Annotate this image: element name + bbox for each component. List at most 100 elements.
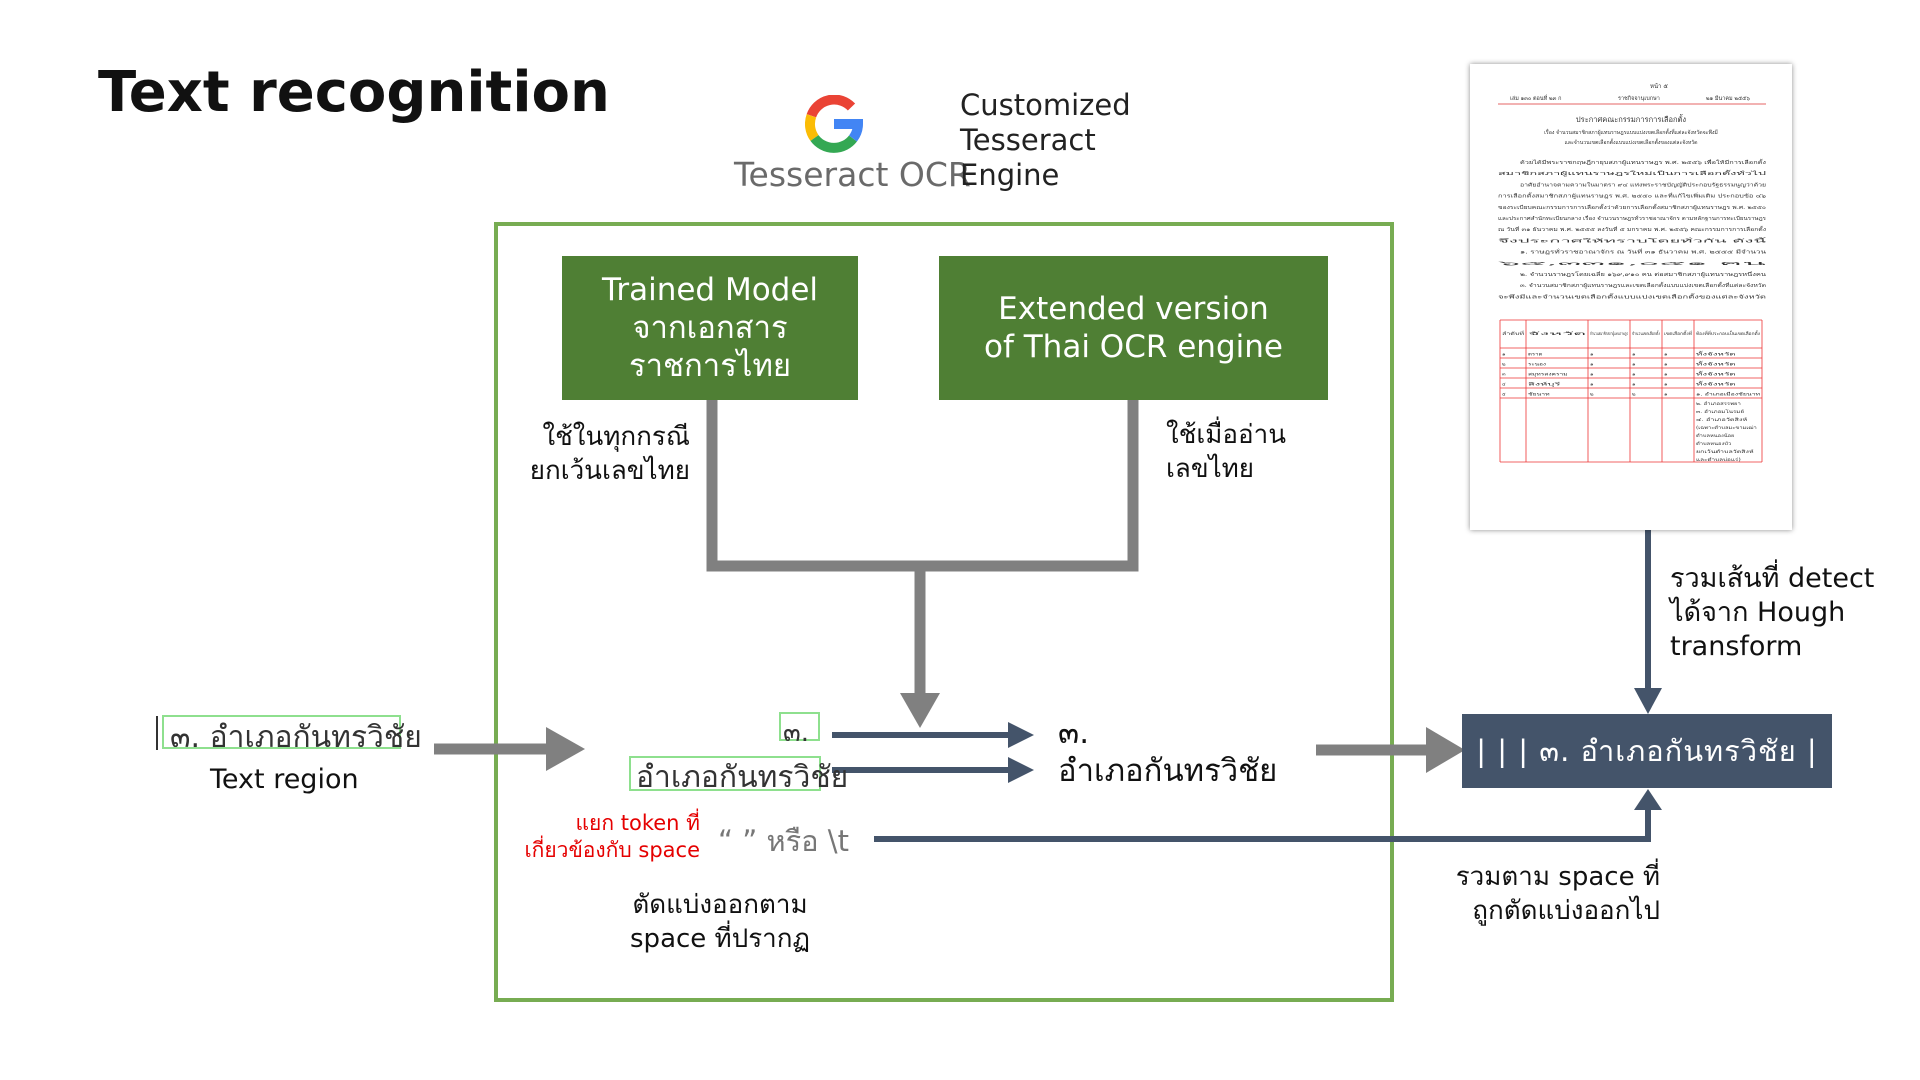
model-merge-line [706,400,1139,572]
doc-body: ด้วยได้มีพระราชกฤษฎีกายุบสภาผู้แทนราษฎร … [1497,157,1770,300]
token1-detect-box [779,712,820,741]
doc-table-cell: ๔ [1502,383,1506,388]
doc-body-line: ๑. ราษฎรทั่วราชอาณาจักร ณ วันที่ ๓๑ ธันว… [1520,249,1767,256]
doc-table-cell: ทั้งจังหวัด [1696,381,1736,388]
doc-table-cell: ๑ [1590,373,1594,378]
engine-label-line3: Engine [960,158,1060,192]
doc-table-cell: ๑ [1664,363,1668,368]
doc-body-line: ด้วยได้มีพระราชกฤษฎีกายุบสภาผู้แทนราษฎร … [1520,157,1767,166]
doc-table-cell: ๑ [1632,363,1636,368]
doc-table-cell: (เฉพาะตำบลมะขามเฒ่า [1696,425,1757,431]
split-caption-line1: ตัดแบ่งออกตาม [632,890,808,920]
doc-body-line: ๒. จำนวนราษฎรโดยเฉลี่ย ๑๖๙,๙๑๐ คน ต่อสมา… [1520,271,1767,278]
doc-table-cell: ๑ [1590,353,1594,358]
doc-table-cell: ๑ [1590,383,1594,388]
doc-table-cell: ยกเว้นตำบลวัดสิงห์ [1696,449,1754,455]
split-caption-line2: space ที่ปรากฏ [630,924,810,954]
doc-table-cell: ๓. อำเภอมโนรมย์ [1696,408,1745,415]
hough-note-line3: transform [1670,631,1803,662]
doc-body-line: จะพึงมีและจำนวนเขตเลือกตั้งแบบแบ่งเขตเลื… [1498,291,1766,300]
trained-model-note: ใช้ในทุกกรณี ยกเว้นเลขไทย [520,420,690,488]
doc-body-line: ๖๕,๓๓๑,๐๕๑ คน [1498,261,1771,267]
doc-body-line: สมาชิกสภาผู้แทนราษฎรใหม่เป็นการเลือกตั้ง… [1498,168,1766,177]
token1-crop: ๓. [783,718,810,748]
token1-arrowhead [1008,722,1034,748]
doc-header-right: ๒๑ มีนาคม ๒๕๕๖ [1706,95,1750,102]
doc-table-cell: ลำดับที่ [1502,330,1524,337]
slide-title: Text recognition [98,60,610,125]
doc-body-line: อาศัยอำนาจตามความในมาตรา ๙๔ แห่งพระราชบั… [1520,181,1766,188]
token2-detect-box [629,756,821,791]
doc-body-line: จึงประกาศให้ทราบโดยทั่วกัน ดังนี้ [1497,235,1769,244]
doc-table-cell: ๑. อำเภอเมืองชัยนาท [1696,392,1760,398]
input-arrowhead [546,727,585,771]
recognized-line2: อำเภอกันทรวิชัย [1058,753,1278,789]
doc-table: ลำดับที่ จังหวัดจำนวนสมาชิกสภาผู้แทนราษฎร… [1499,319,1763,463]
doc-table-cell: สมุทรสงคราม [1528,372,1568,378]
doc-table-cell: ชัยนาท [1528,392,1550,398]
trained-model-box: Trained Model จากเอกสาร ราชการไทย [562,256,858,400]
doc-table-cell: เขตเลือกตั้งที่ [1664,330,1692,337]
engine-label-line2: Tesseract [960,123,1096,157]
doc-table-cell: ๑ [1632,353,1636,358]
split-caption: ตัดแบ่งออกตาม space ที่ปรากฏ [600,888,840,956]
doc-table-cell: ๑ [1664,383,1668,388]
doc-table-cell: ๑ [1632,373,1636,378]
hough-arrowhead [1634,688,1662,714]
token2-crop: อำเภอกันทรวิชัย [636,760,849,795]
trained-note-line1: ใช้ในทุกกรณี [542,422,690,452]
extended-note-line1: ใช้เมื่ออ่าน [1166,420,1286,450]
doc-table-cell: ๑ [1502,353,1506,358]
doc-table-cell: ๒ [1590,393,1594,398]
doc-table-cell: ๒ [1632,393,1636,398]
space-chars: “ ” หรือ \t [718,824,849,858]
extended-engine-line1: Extended version [998,291,1269,327]
doc-heading1: ประกาศคณะกรรมการการเลือกตั้ง [1576,114,1687,124]
doc-header-mid: ราชกิจจานุเบกษา [1618,95,1660,102]
doc-table-cell: ๑ [1590,363,1594,368]
doc-table-cell: ตำบลหนองบัว [1696,441,1732,447]
engine-frame [494,222,1394,1002]
space-token-note: แยก token ที่ เกี่ยวข้องกับ space [470,810,700,864]
doc-table-cell: สิงห์บุรี [1527,382,1562,388]
input-label: Text region [210,764,359,795]
doc-table-cell: ๕ [1502,392,1506,398]
space-merge-note-line2: ถูกตัดแบ่งออกไป [1472,896,1660,926]
trained-note-line2: ยกเว้นเลขไทย [529,456,690,486]
doc-body-line: และประกาศสำนักทะเบียนกลาง เรื่อง จำนวนรา… [1498,215,1766,222]
doc-heading3: และจำนวนเขตเลือกตั้งแบบแบ่งเขตเลือกตั้งข… [1564,138,1697,146]
trained-model-line3: ราชการไทย [628,348,792,384]
trained-model-line1: Trained Model [601,272,819,308]
extended-engine-note: ใช้เมื่ออ่าน เลขไทย [1166,418,1286,486]
doc-table-cell: จำนวนสมาชิกสภาผู้แทนราษฎร [1590,331,1628,337]
trained-model-line2: จากเอกสาร [632,310,788,346]
hough-note-line1: รวมเส้นที่ detect [1670,563,1875,594]
token2-arrowhead [1008,757,1034,783]
space-merge-line [874,808,1651,842]
doc-body-line: ของระเบียบคณะกรรมการการเลือกตั้งว่าด้วยก… [1498,202,1766,211]
extended-engine-box: Extended version of Thai OCR engine [939,256,1328,400]
doc-table-cell: ๑ [1664,353,1668,358]
result-box: | | | ๓. อำเภอกันทรวิชัย | [1462,714,1832,788]
space-merge-arrowhead [1634,789,1662,810]
google-logo-icon [805,95,863,153]
hough-note: รวมเส้นที่ detect ได้จาก Hough transform [1670,562,1874,664]
hough-note-line2: ได้จาก Hough [1670,597,1846,628]
output-arrowhead [1426,727,1465,773]
space-token-note-line1: แยก token ที่ [575,811,700,835]
doc-table-cell: ๑ [1632,383,1636,388]
recognized-text: ๓. อำเภอกันทรวิชัย [1058,714,1277,790]
doc-table-cell: ๓ [1502,373,1506,378]
doc-table-cell: ทั้งจังหวัด [1696,371,1736,378]
input-text-crop: ๓. อำเภอกันทรวิชัย [170,720,422,755]
doc-table-cell: จังหวัด [1528,331,1587,337]
doc-table-cell: ตำบลหนองน้อย [1696,433,1735,439]
tesseract-logo-text: Tesseract OCR [734,155,971,194]
space-merge-note-line1: รวมตาม space ที่ [1455,862,1660,892]
model-down-arrowhead [900,693,940,728]
recognized-line1: ๓. [1058,715,1090,751]
doc-body-line: ๓. จำนวนสมาชิกสภาผู้แทนราษฎรและเขตเลือกต… [1520,280,1766,289]
doc-table-cell: ตราด [1528,352,1543,358]
engine-label: Customized Tesseract Engine [960,88,1131,193]
